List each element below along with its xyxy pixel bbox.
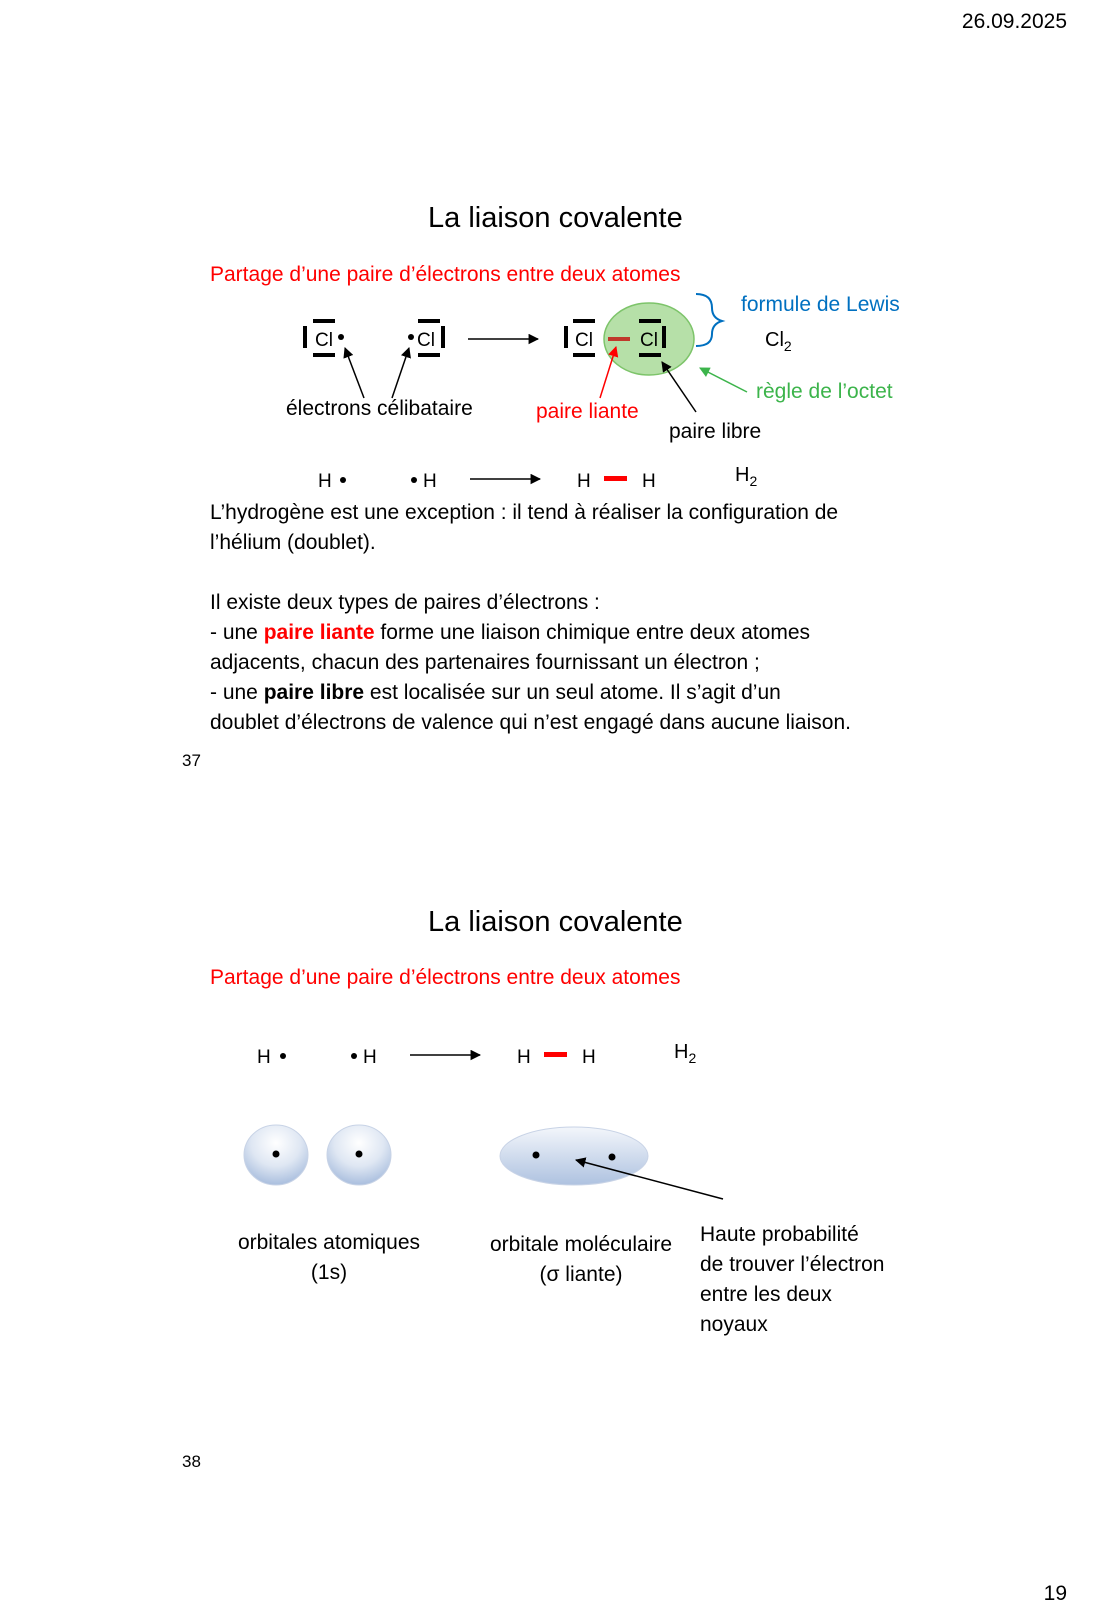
bonding-pair-item: - une paire liante forme une liaison chi… — [210, 618, 851, 648]
molecular-orbital — [499, 1126, 724, 1200]
h-atom-4: H — [642, 471, 656, 492]
probability-label-line-4: noyaux — [700, 1313, 768, 1336]
hydrogen-exception-line-2: l’hélium (doublet). — [210, 531, 376, 554]
lone-pair-label: paire libre — [669, 420, 762, 443]
h-bond-bar — [604, 476, 627, 481]
slide-37-number: 37 — [182, 751, 201, 770]
probability-label-line-2: de trouver l’électron — [700, 1253, 885, 1276]
slide-37-subtitle: Partage d’une paire d’électrons entre de… — [210, 263, 681, 286]
probability-arrow — [574, 1157, 724, 1200]
atomic-orbital-2 — [326, 1124, 392, 1186]
lone-pair-item-line-2: doublet d’électrons de valence qui n’est… — [210, 711, 851, 734]
atomic-orbitals-label-line-1: orbitales atomiques — [237, 1231, 421, 1254]
h2-symbol-37: H — [735, 464, 750, 486]
lone-pair-arrow — [661, 361, 697, 413]
cl2-formula: Cl2 — [765, 329, 792, 354]
probability-label: Haute probabilité de trouver l’électron … — [700, 1220, 884, 1340]
h-reaction-row-38: H H H H — [257, 1047, 596, 1068]
bonding-pair-term: paire liante — [263, 621, 375, 644]
cl-atom-2: Cl — [408, 319, 445, 357]
header-date: 26.09.2025 — [961, 10, 1067, 33]
hydrogen-exception-line-1: L’hydrogène est une exception : il tend … — [210, 501, 839, 524]
bonding-pair-label: paire liante — [536, 400, 639, 423]
octet-rule-label: règle de l’octet — [756, 380, 893, 403]
cl-symbol-4: Cl — [640, 330, 658, 351]
h-atom-3: H — [577, 471, 591, 492]
slide-38-title: La liaison covalente — [428, 906, 683, 938]
h2-formula-37: H2 — [735, 464, 757, 489]
octet-ellipse — [603, 302, 695, 376]
cl2-subscript: 2 — [783, 338, 792, 354]
page-number: 19 — [1043, 1582, 1067, 1605]
cl-symbol-1: Cl — [315, 330, 333, 351]
cl-symbol-2: Cl — [417, 330, 435, 351]
slide-37-title: La liaison covalente — [428, 202, 683, 234]
h-atom-1: H — [318, 471, 332, 492]
lone-pair-item-text: est localisée sur un seul atome. Il s’ag… — [364, 681, 781, 704]
lone-pair-term: paire libre — [263, 681, 365, 704]
atomic-orbitals-label: orbitales atomiques (1s) — [229, 1228, 429, 1288]
probability-label-line-3: entre les deux — [700, 1283, 832, 1306]
pair-types-intro: Il existe deux types de paires d’électro… — [210, 591, 600, 614]
octet-arrow — [699, 367, 748, 393]
cl-symbol-3: Cl — [575, 330, 593, 351]
cl2-lewis-structure: Cl Cl — [564, 319, 666, 357]
molecular-orbital-label-line-2: (σ liante) — [539, 1263, 623, 1286]
h-atom-8: H — [582, 1047, 596, 1068]
molecular-orbital-label-line-1: orbitale moléculaire — [489, 1233, 673, 1256]
slide-38-subtitle: Partage d’une paire d’électrons entre de… — [210, 966, 681, 989]
bonding-pair-arrow — [599, 345, 619, 399]
bonding-pair-item-prefix: - une — [210, 621, 264, 644]
cl-atom-1: Cl — [303, 319, 344, 357]
cl2-symbol: Cl — [765, 329, 784, 351]
h-atom-5: H — [257, 1047, 271, 1068]
h2-subscript-37: 2 — [749, 473, 758, 489]
lewis-formula-label: formule de Lewis — [741, 293, 900, 316]
unpaired-arrow-1 — [343, 347, 365, 399]
molecular-orbital-label: orbitale moléculaire (σ liante) — [478, 1230, 684, 1290]
lone-pair-item: - une paire libre est localisée sur un s… — [210, 678, 851, 708]
h2-symbol-38: H — [674, 1041, 689, 1063]
h-bond-bar-38 — [544, 1052, 567, 1057]
bonding-pair-item-line-2: adjacents, chacun des partenaires fourni… — [210, 651, 760, 674]
atomic-orbital-1 — [243, 1124, 309, 1186]
atomic-orbitals-label-line-2: (1s) — [310, 1261, 348, 1284]
lone-pair-item-prefix: - une — [210, 681, 264, 704]
h2-subscript-38: 2 — [688, 1050, 697, 1066]
lewis-diagram-svg: Cl Cl Cl Cl H H H H — [303, 293, 748, 492]
slide-38-number: 38 — [182, 1452, 201, 1471]
slide-37-body: L’hydrogène est une exception : il tend … — [210, 498, 851, 738]
unpaired-arrow-2 — [391, 347, 411, 399]
lewis-brace — [695, 293, 726, 347]
h-atom-2: H — [423, 471, 437, 492]
probability-label-line-1: Haute probabilité — [700, 1223, 859, 1246]
h2-formula-38: H2 — [674, 1041, 696, 1066]
h-atom-6: H — [363, 1047, 377, 1068]
bonding-pair-bar — [608, 337, 630, 341]
unpaired-electrons-label: électrons célibataire — [286, 397, 473, 420]
atomic-orbitals — [243, 1124, 392, 1186]
h-atom-7: H — [517, 1047, 531, 1068]
h-reaction-row-37: H H H H — [318, 471, 656, 492]
sigma-orbital — [499, 1126, 649, 1186]
bonding-pair-item-text: forme une liaison chimique entre deux at… — [374, 621, 810, 644]
